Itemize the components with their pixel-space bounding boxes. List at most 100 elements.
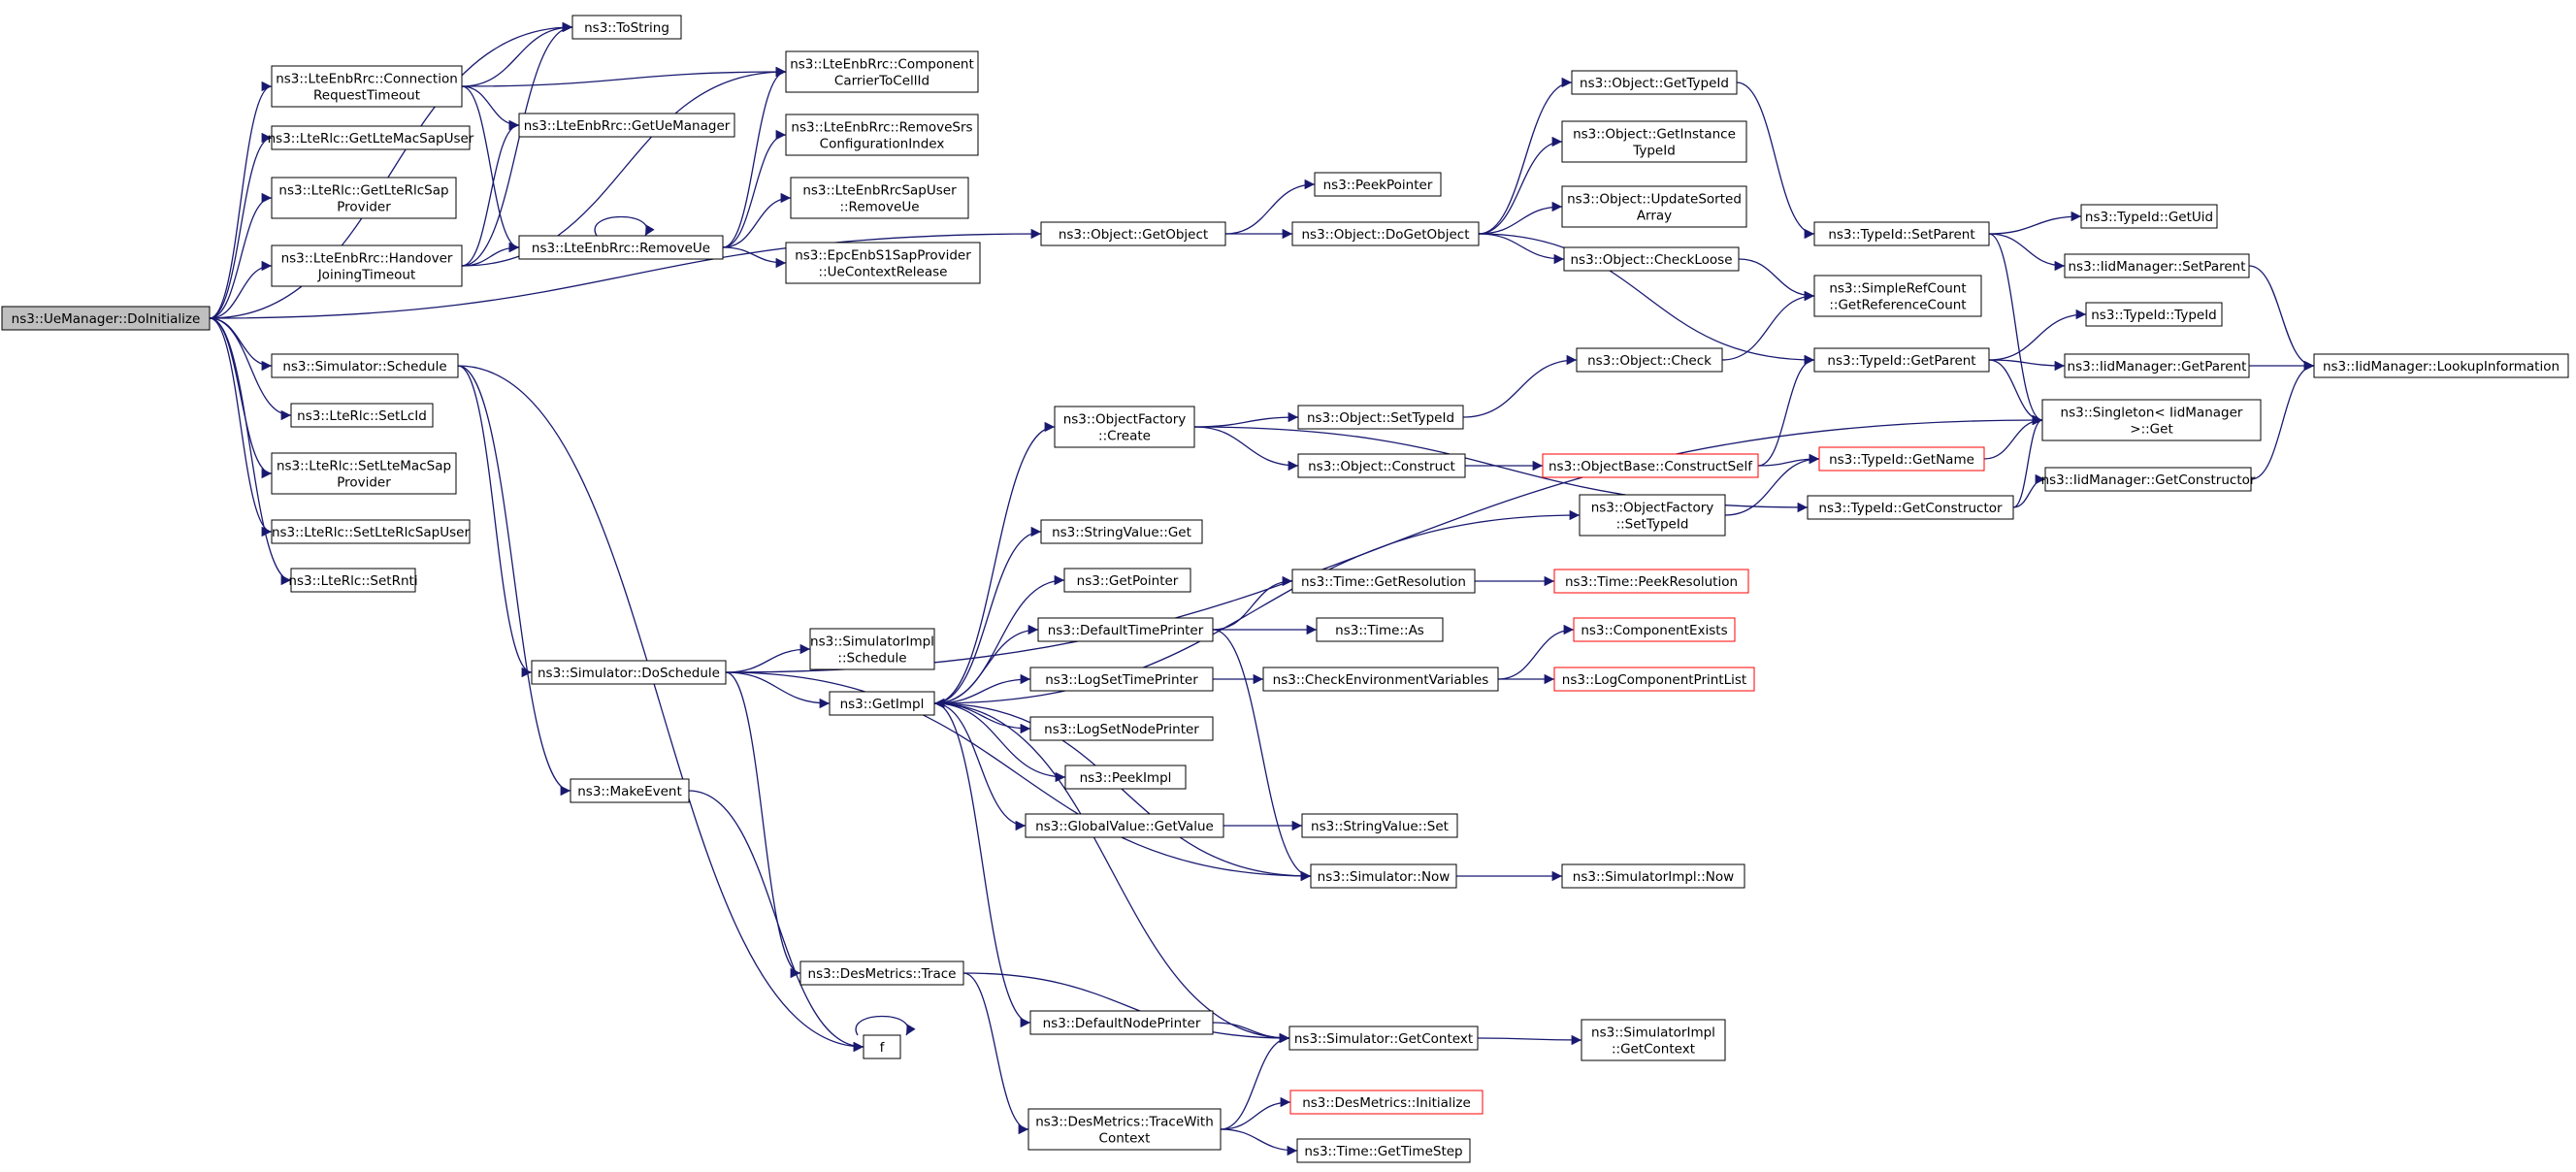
node-simimplnow[interactable]: ns3::SimulatorImpl::Now	[1561, 863, 1745, 889]
node-gettypeid[interactable]: ns3::Object::GetTypeId	[1571, 70, 1738, 95]
node-f[interactable]: f	[863, 1034, 901, 1059]
node-simpleref[interactable]: ns3::SimpleRefCount::GetReferenceCount	[1813, 275, 1982, 317]
node-defnodeprinter[interactable]: ns3::DefaultNodePrinter	[1029, 1010, 1214, 1035]
node-label: ns3::SimulatorImpl	[1591, 1026, 1715, 1041]
node-getimpl[interactable]: ns3::GetImpl	[829, 691, 935, 716]
node-objconstruct[interactable]: ns3::Object::Construct	[1297, 453, 1466, 478]
call-edge-getimpl-to-strvalget	[933, 526, 1042, 704]
node-desinit[interactable]: ns3::DesMetrics::Initialize	[1289, 1090, 1484, 1115]
node-typesetparent[interactable]: ns3::TypeId::SetParent	[1813, 221, 1990, 246]
call-edge-getimpl-to-logsettime	[933, 673, 1031, 704]
node-box	[1813, 275, 1982, 317]
node-label: ns3::GetPointer	[1077, 573, 1179, 589]
call-edge-getimpl-to-deftimeprinter	[933, 624, 1039, 704]
node-objcheck[interactable]: ns3::Object::Check	[1576, 347, 1723, 373]
node-compexists[interactable]: ns3::ComponentExists	[1573, 617, 1736, 642]
node-rrcsapremove[interactable]: ns3::LteEnbRrcSapUser::RemoveUe	[790, 177, 969, 219]
node-peekres[interactable]: ns3::Time::PeekResolution	[1553, 569, 1749, 594]
node-typegetname[interactable]: ns3::TypeId::GetName	[1818, 446, 1985, 472]
node-checkenv[interactable]: ns3::CheckEnvironmentVariables	[1262, 667, 1499, 692]
node-getuemgr[interactable]: ns3::LteEnbRrc::GetUeManager	[518, 113, 735, 138]
call-edge-typesetparent-to-singleton	[1988, 233, 2043, 426]
node-label: ns3::Time::As	[1335, 623, 1424, 638]
node-objsettypeid[interactable]: ns3::Object::SetTypeId	[1297, 405, 1464, 430]
call-edge-root-to-setlcid	[209, 317, 292, 421]
node-factsettypeid[interactable]: ns3::ObjectFactory::SetTypeId	[1579, 494, 1726, 537]
node-tostring[interactable]: ns3::ToString	[571, 15, 682, 40]
node-getres[interactable]: ns3::Time::GetResolution	[1291, 569, 1476, 594]
node-simnow[interactable]: ns3::Simulator::Now	[1310, 863, 1457, 889]
node-getobject[interactable]: ns3::Object::GetObject	[1040, 221, 1226, 246]
node-label: ns3::DesMetrics::TraceWith	[1035, 1115, 1214, 1130]
node-iidsetparent[interactable]: ns3::IidManager::SetParent	[2064, 253, 2250, 278]
call-edge-getimpl-to-peekimpl	[933, 702, 1066, 783]
node-label: ns3::MakeEvent	[577, 784, 682, 799]
node-factcreate[interactable]: ns3::ObjectFactory::Create	[1054, 406, 1195, 448]
node-deftimeprinter[interactable]: ns3::DefaultTimePrinter	[1037, 617, 1214, 642]
call-edge-checkloose-to-simpleref	[1738, 258, 1815, 302]
node-logsettime[interactable]: ns3::LogSetTimePrinter	[1029, 667, 1214, 692]
node-typegetparent[interactable]: ns3::TypeId::GetParent	[1813, 347, 1990, 373]
node-getpointer[interactable]: ns3::GetPointer	[1063, 568, 1191, 593]
node-strvalset[interactable]: ns3::StringValue::Set	[1301, 813, 1458, 838]
node-simimplctx[interactable]: ns3::SimulatorImpl::GetContext	[1581, 1019, 1726, 1061]
node-getuid[interactable]: ns3::TypeId::GetUid	[2080, 204, 2218, 229]
node-gvgetvalue[interactable]: ns3::GlobalValue::GetValue	[1025, 813, 1224, 838]
node-gettimestep[interactable]: ns3::Time::GetTimeStep	[1296, 1138, 1471, 1163]
call-edge-destracectx-to-desinit	[1220, 1096, 1291, 1130]
node-label: f	[880, 1040, 886, 1056]
node-setrlcsapuser[interactable]: ns3::LteRlc::SetLteRlcSapUser	[271, 519, 471, 544]
node-getmac[interactable]: ns3::LteRlc::GetLteMacSapUser	[268, 125, 474, 150]
node-checkloose[interactable]: ns3::Object::CheckLoose	[1563, 246, 1740, 272]
node-box	[2064, 353, 2250, 378]
node-simgetctx[interactable]: ns3::Simulator::GetContext	[1288, 1026, 1479, 1051]
node-iidgetparent[interactable]: ns3::IidManager::GetParent	[2064, 353, 2250, 378]
node-box	[1818, 446, 1985, 472]
node-typegetctor[interactable]: ns3::TypeId::GetConstructor	[1807, 495, 2014, 520]
node-lookup[interactable]: ns3::IidManager::LookupInformation	[2313, 353, 2569, 378]
node-peekimpl[interactable]: ns3::PeekImpl	[1064, 765, 1187, 790]
node-setlcid[interactable]: ns3::LteRlc::SetLcId	[290, 403, 434, 428]
node-setrnti[interactable]: ns3::LteRlc::SetRnti	[288, 568, 418, 593]
node-peekpointer[interactable]: ns3::PeekPointer	[1314, 172, 1442, 197]
node-dosched[interactable]: ns3::Simulator::DoSchedule	[531, 660, 727, 685]
node-box	[1288, 1026, 1479, 1051]
node-iidgetctor[interactable]: ns3::IidManager::GetConstructor	[2041, 467, 2256, 492]
node-box	[2313, 353, 2569, 378]
node-simimplsched[interactable]: ns3::SimulatorImpl::Schedule	[809, 628, 935, 670]
node-removeue[interactable]: ns3::LteEnbRrc::RemoveUe	[518, 235, 724, 260]
call-edge-typesetparent-to-getuid	[1988, 211, 2082, 235]
node-box	[518, 113, 735, 138]
node-sched[interactable]: ns3::Simulator::Schedule	[271, 353, 459, 378]
node-makeevent[interactable]: ns3::MakeEvent	[570, 778, 690, 803]
node-label: ns3::LteEnbRrcSapUser	[802, 183, 957, 199]
node-removesrs[interactable]: ns3::LteEnbRrc::RemoveSrsConfigurationIn…	[785, 114, 979, 156]
node-constructself[interactable]: ns3::ObjectBase::ConstructSelf	[1542, 453, 1759, 478]
node-epcrelease[interactable]: ns3::EpcEnbS1SapProvider::UeContextRelea…	[785, 242, 981, 284]
node-dogetobject[interactable]: ns3::Object::DoGetObject	[1291, 221, 1480, 246]
node-singleton[interactable]: ns3::Singleton< IidManager>::Get	[2041, 399, 2262, 441]
node-layer: ns3::UeManager::DoInitialize ns3::LteEnbR…	[1, 15, 2569, 1163]
node-destrace[interactable]: ns3::DesMetrics::Trace	[799, 960, 964, 986]
node-label: ns3::TypeId::GetConstructor	[1818, 501, 2003, 516]
node-label: ns3::LteEnbRrc::Handover	[281, 251, 453, 267]
node-label: ::SetTypeId	[1616, 517, 1689, 533]
node-logprintlist[interactable]: ns3::LogComponentPrintList	[1553, 667, 1755, 692]
node-root[interactable]: ns3::UeManager::DoInitialize	[1, 306, 211, 331]
call-edge-getimpl-to-gvgetvalue	[933, 702, 1027, 831]
node-strvalget[interactable]: ns3::StringValue::Get	[1040, 519, 1203, 544]
node-timeas[interactable]: ns3::Time::As	[1316, 617, 1444, 642]
node-logsetnode[interactable]: ns3::LogSetNodePrinter	[1029, 716, 1214, 741]
node-box	[1581, 1019, 1726, 1061]
node-typeidctor[interactable]: ns3::TypeId::TypeId	[2085, 302, 2223, 327]
node-box	[1553, 569, 1749, 594]
node-box	[1291, 569, 1476, 594]
